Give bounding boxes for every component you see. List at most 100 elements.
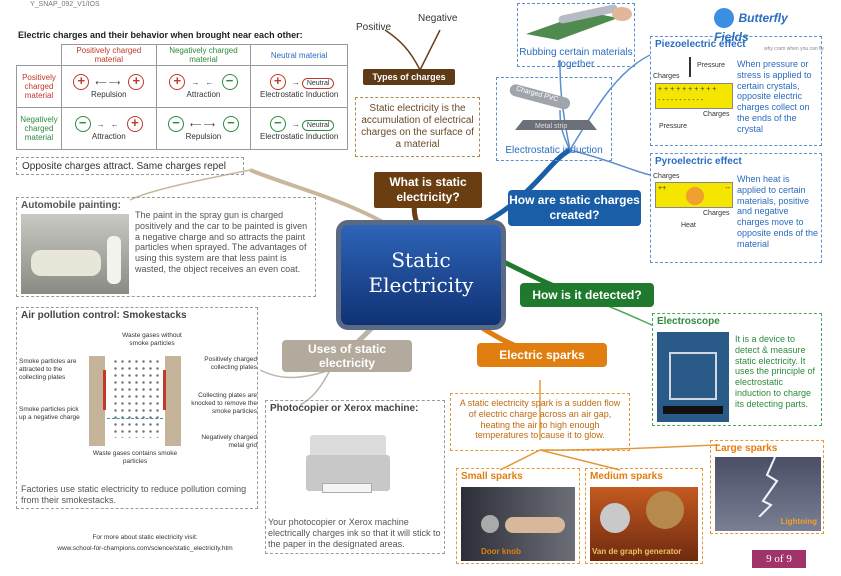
pyro-material: ++ --: [655, 182, 733, 208]
electroscope-title: Electroscope: [653, 314, 821, 329]
cell-pos-neg: +→ ←−Attraction: [156, 66, 251, 108]
photocopier-text: Your photocopier or Xerox machine electr…: [268, 517, 444, 549]
neutral-pill: Neutral: [302, 120, 335, 131]
charges-table: Positively charged material Negatively c…: [16, 44, 348, 150]
electroscope-photo: [657, 332, 729, 422]
van-de-graaff-photo: Van de graph generator: [590, 487, 698, 561]
piezo-text: When pressure or stress is applied to ce…: [737, 59, 821, 135]
medium-sparks-title: Medium sparks: [586, 469, 702, 484]
neutral-pill: Neutral: [302, 78, 335, 89]
van-de-graaff-caption: Van de graph generator: [592, 547, 681, 556]
charges-table-title: Electric charges and their behavior when…: [18, 30, 303, 40]
plate-right: [163, 370, 166, 410]
photocopier-photo: [302, 425, 394, 499]
cell-neg-pos: −→ ←+Attraction: [61, 108, 156, 150]
how-created-label: How are static charges created?: [508, 190, 641, 226]
induction-illustration: Charged PVC Metal strip: [497, 78, 611, 140]
footer-link[interactable]: www.school-for-champions.com/science/sta…: [40, 545, 250, 553]
cell-pos-pos: +⟵⟶+Repulsion: [61, 66, 156, 108]
cell-text: Attraction: [158, 90, 250, 99]
pickup: Smoke particles pick up a negative charg…: [19, 406, 81, 422]
piezo-pressure-bottom: Pressure: [659, 123, 687, 131]
smokestack-text: Factories use static electricity to redu…: [21, 484, 255, 506]
pyro-charges-top: Charges: [653, 173, 679, 181]
down-arrow-icon: [689, 57, 691, 77]
electroscope-box: Electroscope It is a device to detect & …: [652, 313, 822, 426]
photocopier-title: Photocopier or Xerox machine:: [266, 401, 444, 416]
type-negative: Negative: [418, 13, 457, 25]
cell-text: Repulsion: [63, 90, 155, 99]
smoke-particles: [112, 358, 160, 438]
heat-source-icon: [686, 187, 704, 205]
induction-caption: Electrostatic induction: [497, 145, 611, 157]
car-photo: [21, 214, 129, 294]
rubbing-illustration: [518, 4, 634, 42]
electroscope-text: It is a device to detect & measure stati…: [735, 334, 821, 410]
rubbing-box: Rubbing certain materials together: [517, 3, 635, 67]
header-neutral: Neutral material: [251, 45, 348, 66]
charges-summary: Opposite charges attract. Same charges r…: [16, 157, 244, 175]
page-indicator: 9 of 9: [752, 550, 806, 568]
pyro-box: Pyroelectric effect Charges ++ -- Charge…: [650, 153, 822, 263]
pos-plates: Positively charged collecting plates: [187, 356, 257, 372]
door-knob-caption: Door knob: [481, 547, 521, 556]
strip-label: Metal strip: [535, 123, 567, 130]
plates-knocked: Collecting plates are knocked to remove …: [185, 392, 257, 415]
smokestack-box: Air pollution control: Smokestacks Waste…: [16, 307, 258, 509]
center-node: Static Electricity: [336, 220, 506, 330]
photocopier-box: Photocopier or Xerox machine: Your photo…: [265, 400, 445, 554]
door-knob-photo: Door knob: [461, 487, 575, 561]
what-is-label: What is static electricity?: [374, 172, 482, 208]
cell-neg-neg: −⟵⟶−Repulsion: [156, 108, 251, 150]
footer-line1: For more about static electricity visit:: [40, 534, 250, 542]
butterfly-icon: [714, 8, 734, 28]
piezo-plus: + + + + + + + + + +: [658, 84, 732, 95]
medium-sparks-box: Medium sparks Van de graph generator: [585, 468, 703, 564]
small-sparks-title: Small sparks: [457, 469, 579, 484]
piezo-minus: - - - - - - - - - - -: [658, 95, 732, 106]
lightning-caption: Lightning: [781, 517, 817, 526]
waste-top: Waste gases without smoke particles: [117, 332, 187, 348]
type-positive: Positive: [356, 22, 391, 34]
lightning-photo: Lightning: [715, 457, 821, 531]
header-negative: Negatively charged material: [156, 45, 251, 66]
pyro-text: When heat is applied to certain material…: [737, 174, 821, 250]
sparks-label: Electric sparks: [477, 343, 607, 367]
cell-text: Attraction: [63, 132, 155, 141]
row-label-negative: Negatively charged material: [17, 108, 62, 150]
car-box: Automobile painting: The paint in the sp…: [16, 197, 316, 297]
piezo-pressure-top: Pressure: [697, 62, 725, 70]
how-detected-label: How is it detected?: [520, 283, 654, 307]
pyro-charges-right: Charges: [703, 210, 729, 218]
rubbing-caption: Rubbing certain materials together: [518, 47, 634, 71]
stack-wall-right: [165, 356, 181, 446]
car-text: The paint in the spray gun is charged po…: [135, 210, 313, 275]
smokestack-title: Air pollution control: Smokestacks: [17, 308, 257, 323]
piezo-charges-right: Charges: [703, 111, 729, 119]
cell-text: Electrostatic Induction: [252, 132, 346, 141]
piezo-title: Piezoelectric effect: [651, 37, 821, 52]
induction-box: Charged PVC Metal strip Electrostatic in…: [496, 77, 612, 161]
lightning-bolt-icon: [715, 457, 821, 517]
plate-left: [103, 370, 106, 410]
pyro-title: Pyroelectric effect: [651, 154, 821, 169]
piezo-crystal: + + + + + + + + + + - - - - - - - - - - …: [655, 83, 733, 109]
pyro-minus: --: [725, 185, 730, 192]
large-sparks-box: Large sparks Lightning: [710, 440, 824, 534]
header-positive: Positively charged material: [61, 45, 156, 66]
pyro-plus: ++: [658, 185, 666, 192]
piezo-charges-left: Charges: [653, 73, 679, 81]
small-sparks-box: Small sparks Door knob: [456, 468, 580, 564]
uses-label: Uses of static electricity: [282, 340, 412, 372]
smoke-attracted: Smoke particles are attracted to the col…: [19, 358, 81, 381]
sparks-definition: A static electricity spark is a sudden f…: [450, 393, 630, 451]
waste-bottom: Waste gases contains smoke particles: [87, 450, 183, 466]
pyro-heat: Heat: [681, 222, 696, 230]
types-of-charges-label: Types of charges: [363, 69, 455, 85]
large-sparks-title: Large sparks: [711, 441, 823, 456]
definition-box: Static electricity is the accumulation o…: [355, 97, 480, 157]
neg-grid-label: Negatively charged metal grid: [195, 434, 257, 450]
cell-text: Electrostatic Induction: [252, 90, 346, 99]
